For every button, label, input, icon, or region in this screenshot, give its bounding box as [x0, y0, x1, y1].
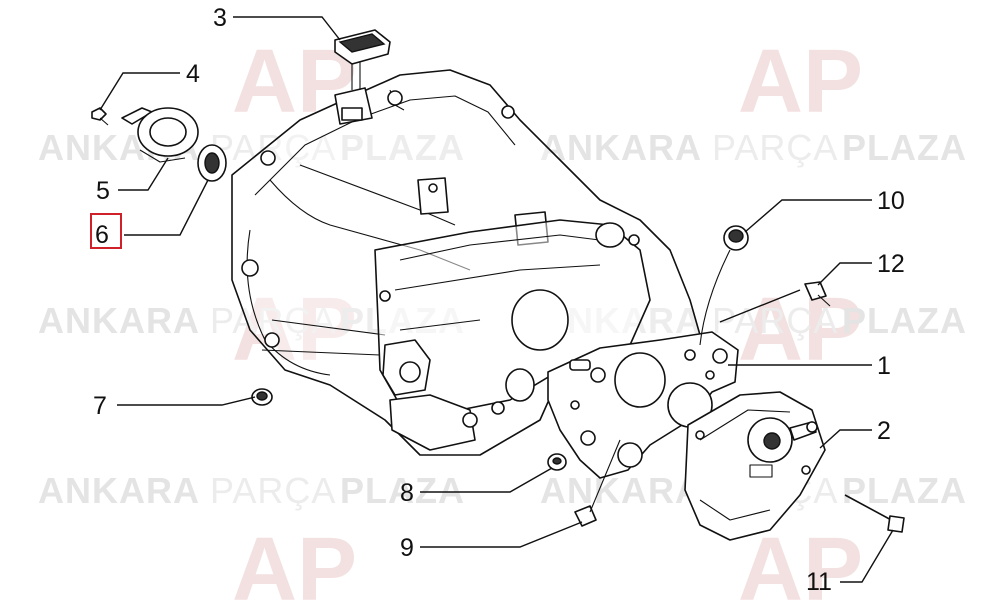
watermark-brand-bold-2: PLAZA [842, 470, 967, 511]
part-7-plug [251, 388, 273, 406]
watermark-row: ANKARA PARÇA PLAZA ANKARA PARÇA PLAZA [38, 470, 967, 511]
watermark-brand-bold-1: ANKARA [540, 127, 702, 168]
watermark-brand-light: PARÇA [210, 470, 336, 511]
svg-text:AP: AP [738, 32, 863, 132]
callout-11: 11 [806, 568, 832, 596]
svg-text:AP: AP [232, 280, 357, 380]
callout-4: 4 [186, 60, 200, 88]
callout-12: 12 [877, 250, 905, 278]
svg-text:AP: AP [738, 280, 863, 380]
watermark-brand-bold-2: PLAZA [340, 127, 465, 168]
part-3-breather-cap [334, 29, 391, 90]
watermark-logo: AP AP AP AP AP AP [232, 32, 863, 600]
watermark-brand-bold-1: ANKARA [38, 470, 200, 511]
part-2-rear-cover [684, 391, 826, 541]
part-4-screw [91, 107, 109, 126]
watermark-brand-bold-1: ANKARA [38, 300, 200, 341]
callout-3: 3 [213, 4, 227, 32]
watermark-brand-bold-2: PLAZA [842, 127, 967, 168]
callout-1: 1 [877, 352, 891, 380]
watermark-brand-light: PARÇA [712, 300, 838, 341]
part-10-cap-plug [699, 225, 749, 346]
svg-text:AP: AP [232, 520, 357, 600]
part-12-sensor [804, 281, 831, 307]
part-6-oil-seal [197, 144, 227, 182]
part-11-long-bolt [844, 494, 905, 533]
callout-9: 9 [400, 534, 414, 562]
callout-6: 6 [95, 221, 109, 249]
part-5-guide-sleeve [121, 107, 199, 163]
callout-5: 5 [96, 177, 110, 205]
callout-7: 7 [93, 392, 107, 420]
watermark-brand-bold-2: PLAZA [340, 470, 465, 511]
callout-2: 2 [877, 417, 891, 445]
part-1-plate [547, 331, 739, 479]
watermark-brand-bold-1: ANKARA [540, 470, 702, 511]
callout-labels: 3 4 5 6 7 8 9 10 12 1 2 11 [90, 4, 905, 596]
callout-8: 8 [400, 479, 414, 507]
callout-6-highlight-box [90, 213, 122, 249]
callout-10: 10 [877, 187, 905, 215]
watermark-brand-light: PARÇA [712, 127, 838, 168]
watermark-brand-bold-2: PLAZA [842, 300, 967, 341]
leader-lines [99, 16, 894, 583]
part-8-nut [547, 453, 567, 471]
part-9-bolt [574, 439, 621, 527]
